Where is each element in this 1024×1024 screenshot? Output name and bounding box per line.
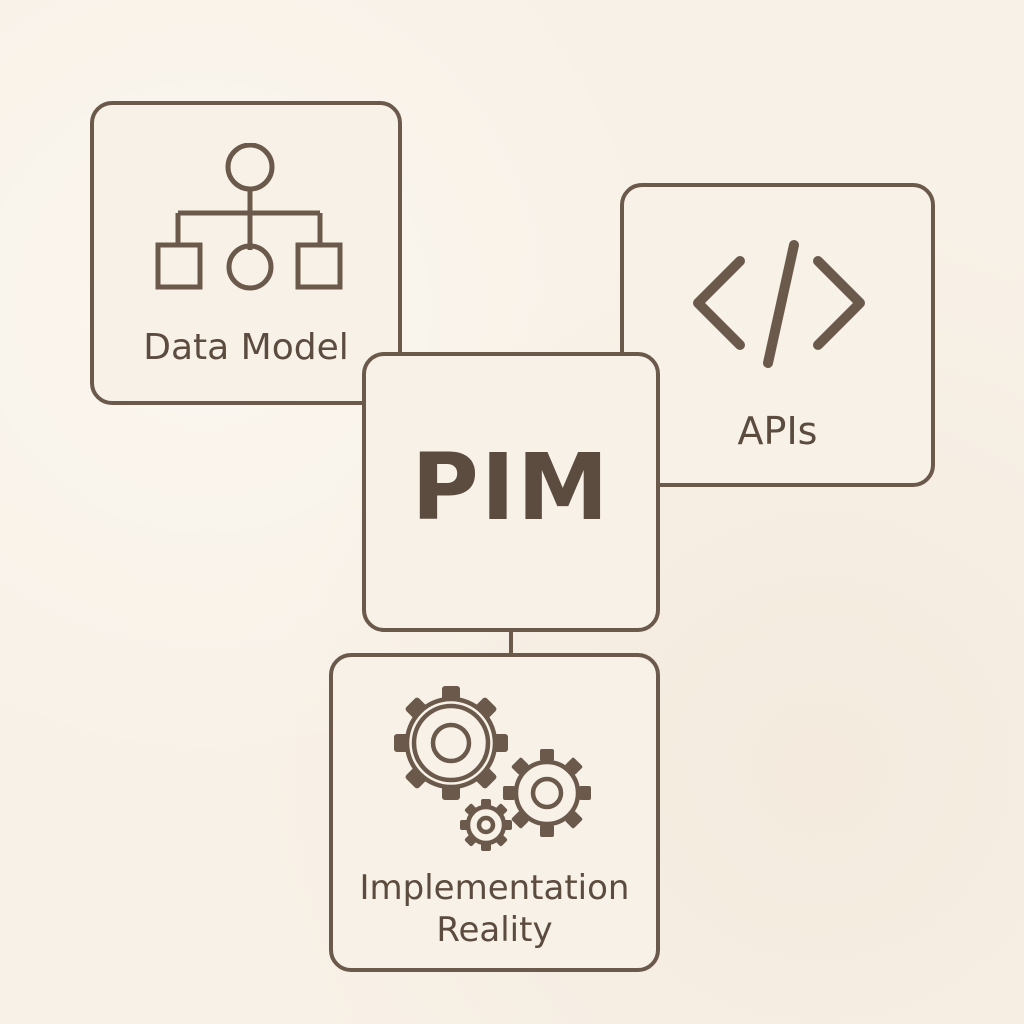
- gears-icon: [394, 686, 591, 851]
- implementation-label-line1: Implementation: [359, 868, 630, 908]
- pim-implementation-connector: [509, 630, 513, 655]
- code-icon: [693, 240, 865, 368]
- hierarchy-icon: [155, 143, 343, 291]
- pim-label: PIM: [411, 434, 611, 541]
- data-model-label: Data Model: [143, 327, 349, 368]
- apis-label: APIs: [737, 409, 818, 453]
- pim-node: PIM: [362, 352, 660, 632]
- data-model-node: Data Model: [90, 101, 402, 405]
- implementation-label-line2: Reality: [436, 910, 553, 950]
- implementation-reality-label: Implementation Reality: [333, 867, 656, 951]
- implementation-reality-node: Implementation Reality: [329, 653, 660, 972]
- apis-node: APIs: [620, 183, 935, 487]
